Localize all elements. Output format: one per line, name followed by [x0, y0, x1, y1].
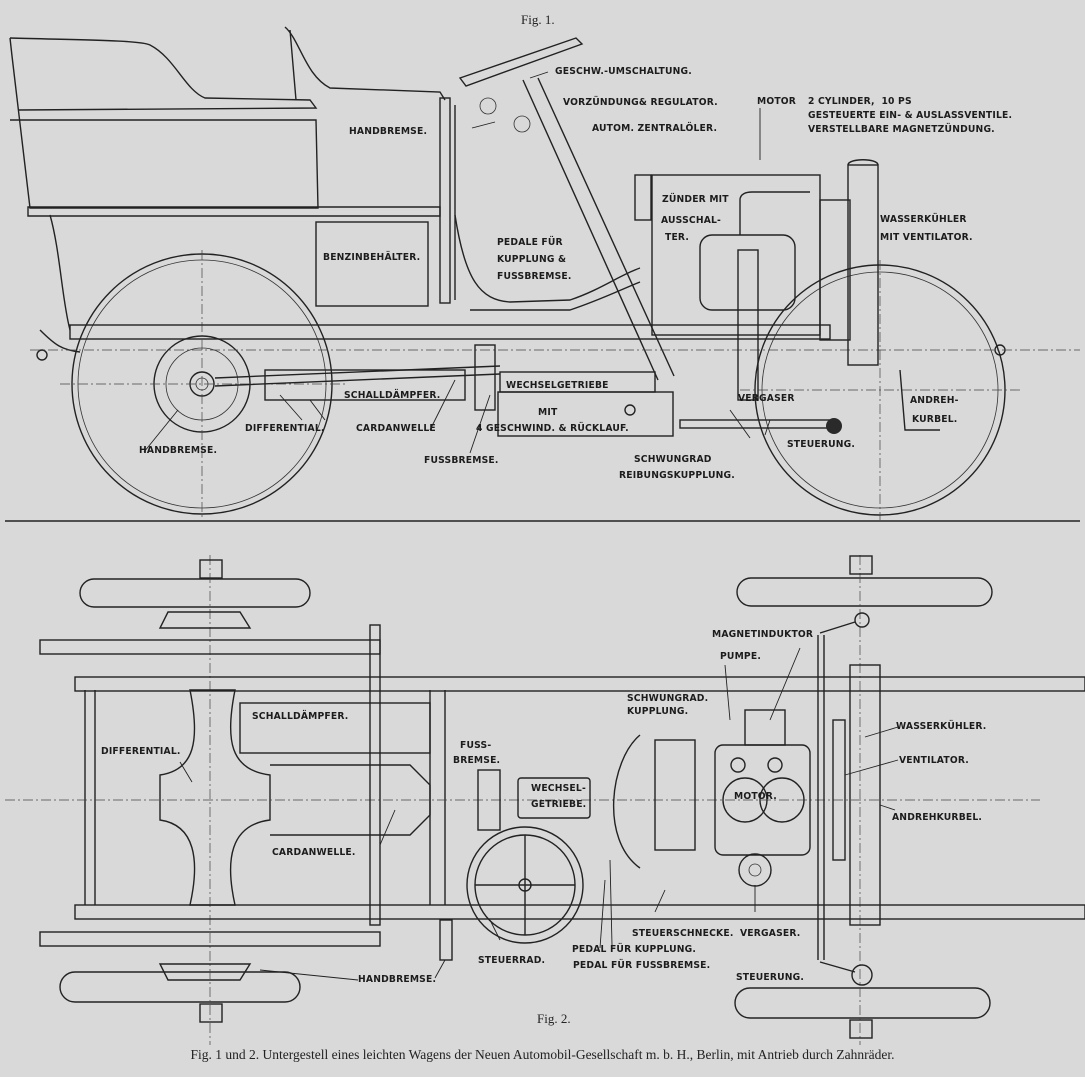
label-ausschalter-1: AUSSCHAL-: [661, 215, 722, 226]
label-schwungrad-1: SCHWUNGRAD: [634, 454, 712, 465]
label-steuerrad: STEUERRAD.: [478, 955, 546, 966]
figure-1-title: Fig. 1.: [521, 12, 555, 27]
label-handbremse-fig1-top: HANDBREMSE.: [349, 126, 428, 137]
gearbox-side: [474, 344, 674, 437]
engine-side: [634, 174, 821, 401]
label-cardanwelle-fig2: CARDANWELLE.: [272, 847, 356, 858]
label-magnetinduktor: MAGNETINDUKTOR: [712, 629, 814, 640]
fig1-side-view: [5, 26, 1080, 522]
label-steuerung-fig2: STEUERUNG.: [736, 972, 805, 983]
label-wasserkuehler-2: MIT VENTILATOR.: [880, 232, 973, 243]
label-differential-fig1: DIFFERENTIAL.: [245, 423, 325, 434]
label-pedal-fussbremse: PEDAL FÜR FUSSBREMSE.: [573, 960, 711, 971]
label-wasserkuehler-fig2: WASSERKÜHLER.: [896, 721, 987, 732]
cardan-muffler-side: [214, 365, 940, 434]
label-zentraloeler: AUTOM. ZENTRALÖLER.: [592, 123, 718, 134]
chassis-frame-plan: [74, 676, 1085, 920]
label-wechselgetriebe-fig1: WECHSELGETRIEBE: [506, 380, 609, 391]
label-pedal-kupplung: PEDAL FÜR KUPPLUNG.: [572, 944, 697, 955]
label-pedale-3: FUSSBREMSE.: [497, 271, 572, 282]
rear-wheel-bottom: [59, 971, 301, 1003]
label-andrehkurbel-fig2: ANDREHKURBEL.: [892, 812, 983, 823]
label-handbremse-fig2: HANDBREMSE.: [358, 974, 437, 985]
label-andrehkurbel-2: KURBEL.: [912, 414, 958, 425]
fig2-leader-lines: [179, 647, 899, 981]
flywheel-plan: [612, 734, 641, 869]
rear-wheel-top: [79, 578, 311, 608]
label-vorzuendung-regulator: VORZÜNDUNG& REGULATOR.: [563, 97, 718, 108]
label-schalldaempfer-fig1: SCHALLDÄMPFER.: [344, 390, 441, 401]
front-wheel-top: [736, 577, 993, 607]
label-differential-fig2: DIFFERENTIAL.: [101, 746, 181, 757]
label-schalldaempfer-fig2: SCHALLDÄMPFER.: [252, 711, 349, 722]
label-vergaser-fig1: VERGASER: [738, 393, 795, 404]
label-motor-spec-ignition: VERSTELLBARE MAGNETZÜNDUNG.: [808, 124, 995, 135]
gearbox-plan: [517, 777, 591, 819]
label-steuerung-fig1: STEUERUNG.: [787, 439, 856, 450]
chassis-frame-side: [30, 324, 1080, 361]
radiator-plan: [849, 664, 881, 926]
label-schwungrad-fig2-1: SCHWUNGRAD.: [627, 693, 709, 704]
fig2-plan-view: [5, 555, 1085, 1045]
steering-column: [458, 37, 675, 381]
muffler-plan: [239, 702, 431, 754]
label-mit: MIT: [538, 407, 558, 418]
label-pedale-2: KUPPLUNG &: [497, 254, 567, 265]
label-pedale-1: PEDALE FÜR: [497, 237, 563, 248]
label-ventilator: VENTILATOR.: [899, 755, 969, 766]
label-steuerschnecke: STEUERSCHNECKE.: [632, 928, 734, 939]
label-motor-spec-cylinders: 2 CYLINDER, 10 PS: [808, 96, 912, 107]
label-wechselgetriebe-fig2-2: GETRIEBE.: [531, 799, 587, 810]
label-ausschalter-2: TER.: [665, 232, 690, 243]
label-geschw-umschaltung: GESCHW.-UMSCHALTUNG.: [555, 66, 692, 77]
label-wechselgetriebe-fig2-1: WECHSEL-: [531, 783, 586, 794]
label-wasserkuehler-1: WASSERKÜHLER: [880, 214, 967, 225]
cardan-shaft-plan: [270, 764, 431, 836]
label-fussbremse-fig2-2: BREMSE.: [453, 755, 501, 766]
car-body: [9, 26, 641, 331]
label-motor-spec-valves: GESTEUERTE EIN- & AUSLASSVENTILE.: [808, 110, 1013, 121]
label-andrehkurbel-1: ANDREH-: [910, 395, 959, 406]
label-fussbremse-fig2-1: FUSS-: [460, 740, 492, 751]
radiator-side: [819, 159, 879, 366]
front-wheel: [740, 260, 1020, 520]
steering-wheel-plan: [466, 826, 584, 944]
front-wheel-bottom: [734, 987, 991, 1019]
fig1-leader-lines: [143, 71, 771, 454]
figure-caption: Fig. 1 und 2. Untergestell eines leichte…: [190, 1047, 895, 1062]
label-handbremse-fig1-bottom: HANDBREMSE.: [139, 445, 218, 456]
figure-2-title: Fig. 2.: [537, 1011, 571, 1026]
differential-plan: [159, 689, 271, 906]
label-motor-fig2: MOTOR.: [734, 791, 777, 802]
label-4-geschwind-ruecklauf: 4 GESCHWIND. & RÜCKLAUF.: [476, 423, 629, 434]
label-benzinbehaelter: BENZINBEHÄLTER.: [323, 252, 421, 263]
label-schwungrad-fig2-2: KUPPLUNG.: [627, 706, 689, 717]
label-vergaser-fig2: VERGASER.: [740, 928, 801, 939]
label-motor-fig1: MOTOR: [757, 96, 797, 107]
label-schwungrad-2: REIBUNGSKUPPLUNG.: [619, 470, 735, 481]
hand-brake-lever: [439, 97, 456, 304]
label-cardanwelle-fig1: CARDANWELLE: [356, 423, 436, 434]
rear-wheel: [60, 250, 345, 520]
label-zuender: ZÜNDER MIT: [662, 194, 729, 205]
label-fussbremse-fig1: FUSSBREMSE.: [424, 455, 499, 466]
label-pumpe: PUMPE.: [720, 651, 761, 662]
